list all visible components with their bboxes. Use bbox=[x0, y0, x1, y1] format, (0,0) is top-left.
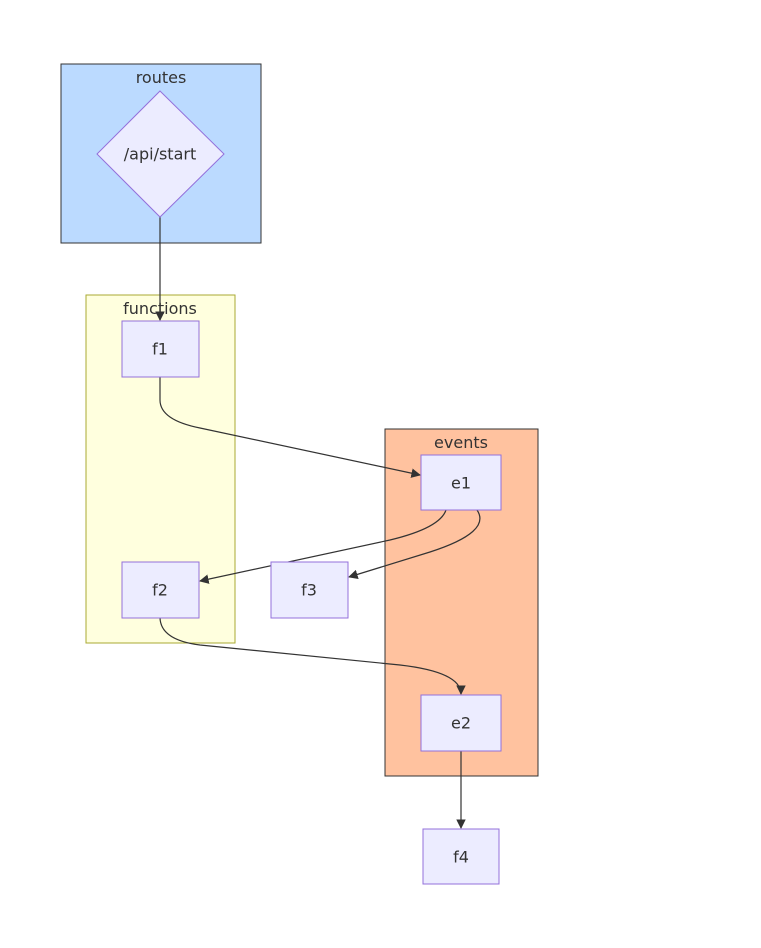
node-api-start[interactable]: /api/start bbox=[96, 90, 225, 218]
node-e1-box bbox=[420, 454, 502, 511]
node-e2-box bbox=[420, 694, 502, 752]
cluster-routes-label: routes bbox=[136, 68, 187, 87]
node-f4-label: f4 bbox=[453, 848, 469, 867]
node-f3-label: f3 bbox=[301, 581, 317, 600]
node-f2-box bbox=[121, 561, 200, 619]
node-f1-box bbox=[121, 320, 200, 378]
cluster-events-label: events bbox=[434, 433, 488, 452]
node-f2-label: f2 bbox=[152, 581, 168, 600]
node-e1-label: e1 bbox=[451, 474, 471, 493]
node-f3-box bbox=[270, 561, 349, 619]
node-f3[interactable]: f3 bbox=[270, 561, 349, 619]
node-f4[interactable]: f4 bbox=[422, 828, 500, 885]
node-api-start-diamond bbox=[96, 90, 225, 218]
node-f4-box bbox=[422, 828, 500, 885]
node-api-start-label: /api/start bbox=[124, 145, 196, 164]
edge-f1-to-e1 bbox=[159, 377, 421, 478]
node-f1-label: f1 bbox=[152, 340, 168, 359]
node-f1[interactable]: f1 bbox=[121, 320, 200, 378]
node-e2-label: e2 bbox=[451, 714, 471, 733]
edge-f2-to-e2 bbox=[159, 616, 466, 695]
edge-e1-to-f2 bbox=[199, 509, 447, 584]
edge-e1-to-f3 bbox=[348, 509, 481, 580]
node-f2[interactable]: f2 bbox=[121, 561, 200, 619]
node-e1[interactable]: e1 bbox=[420, 454, 502, 511]
node-e2[interactable]: e2 bbox=[420, 694, 502, 752]
